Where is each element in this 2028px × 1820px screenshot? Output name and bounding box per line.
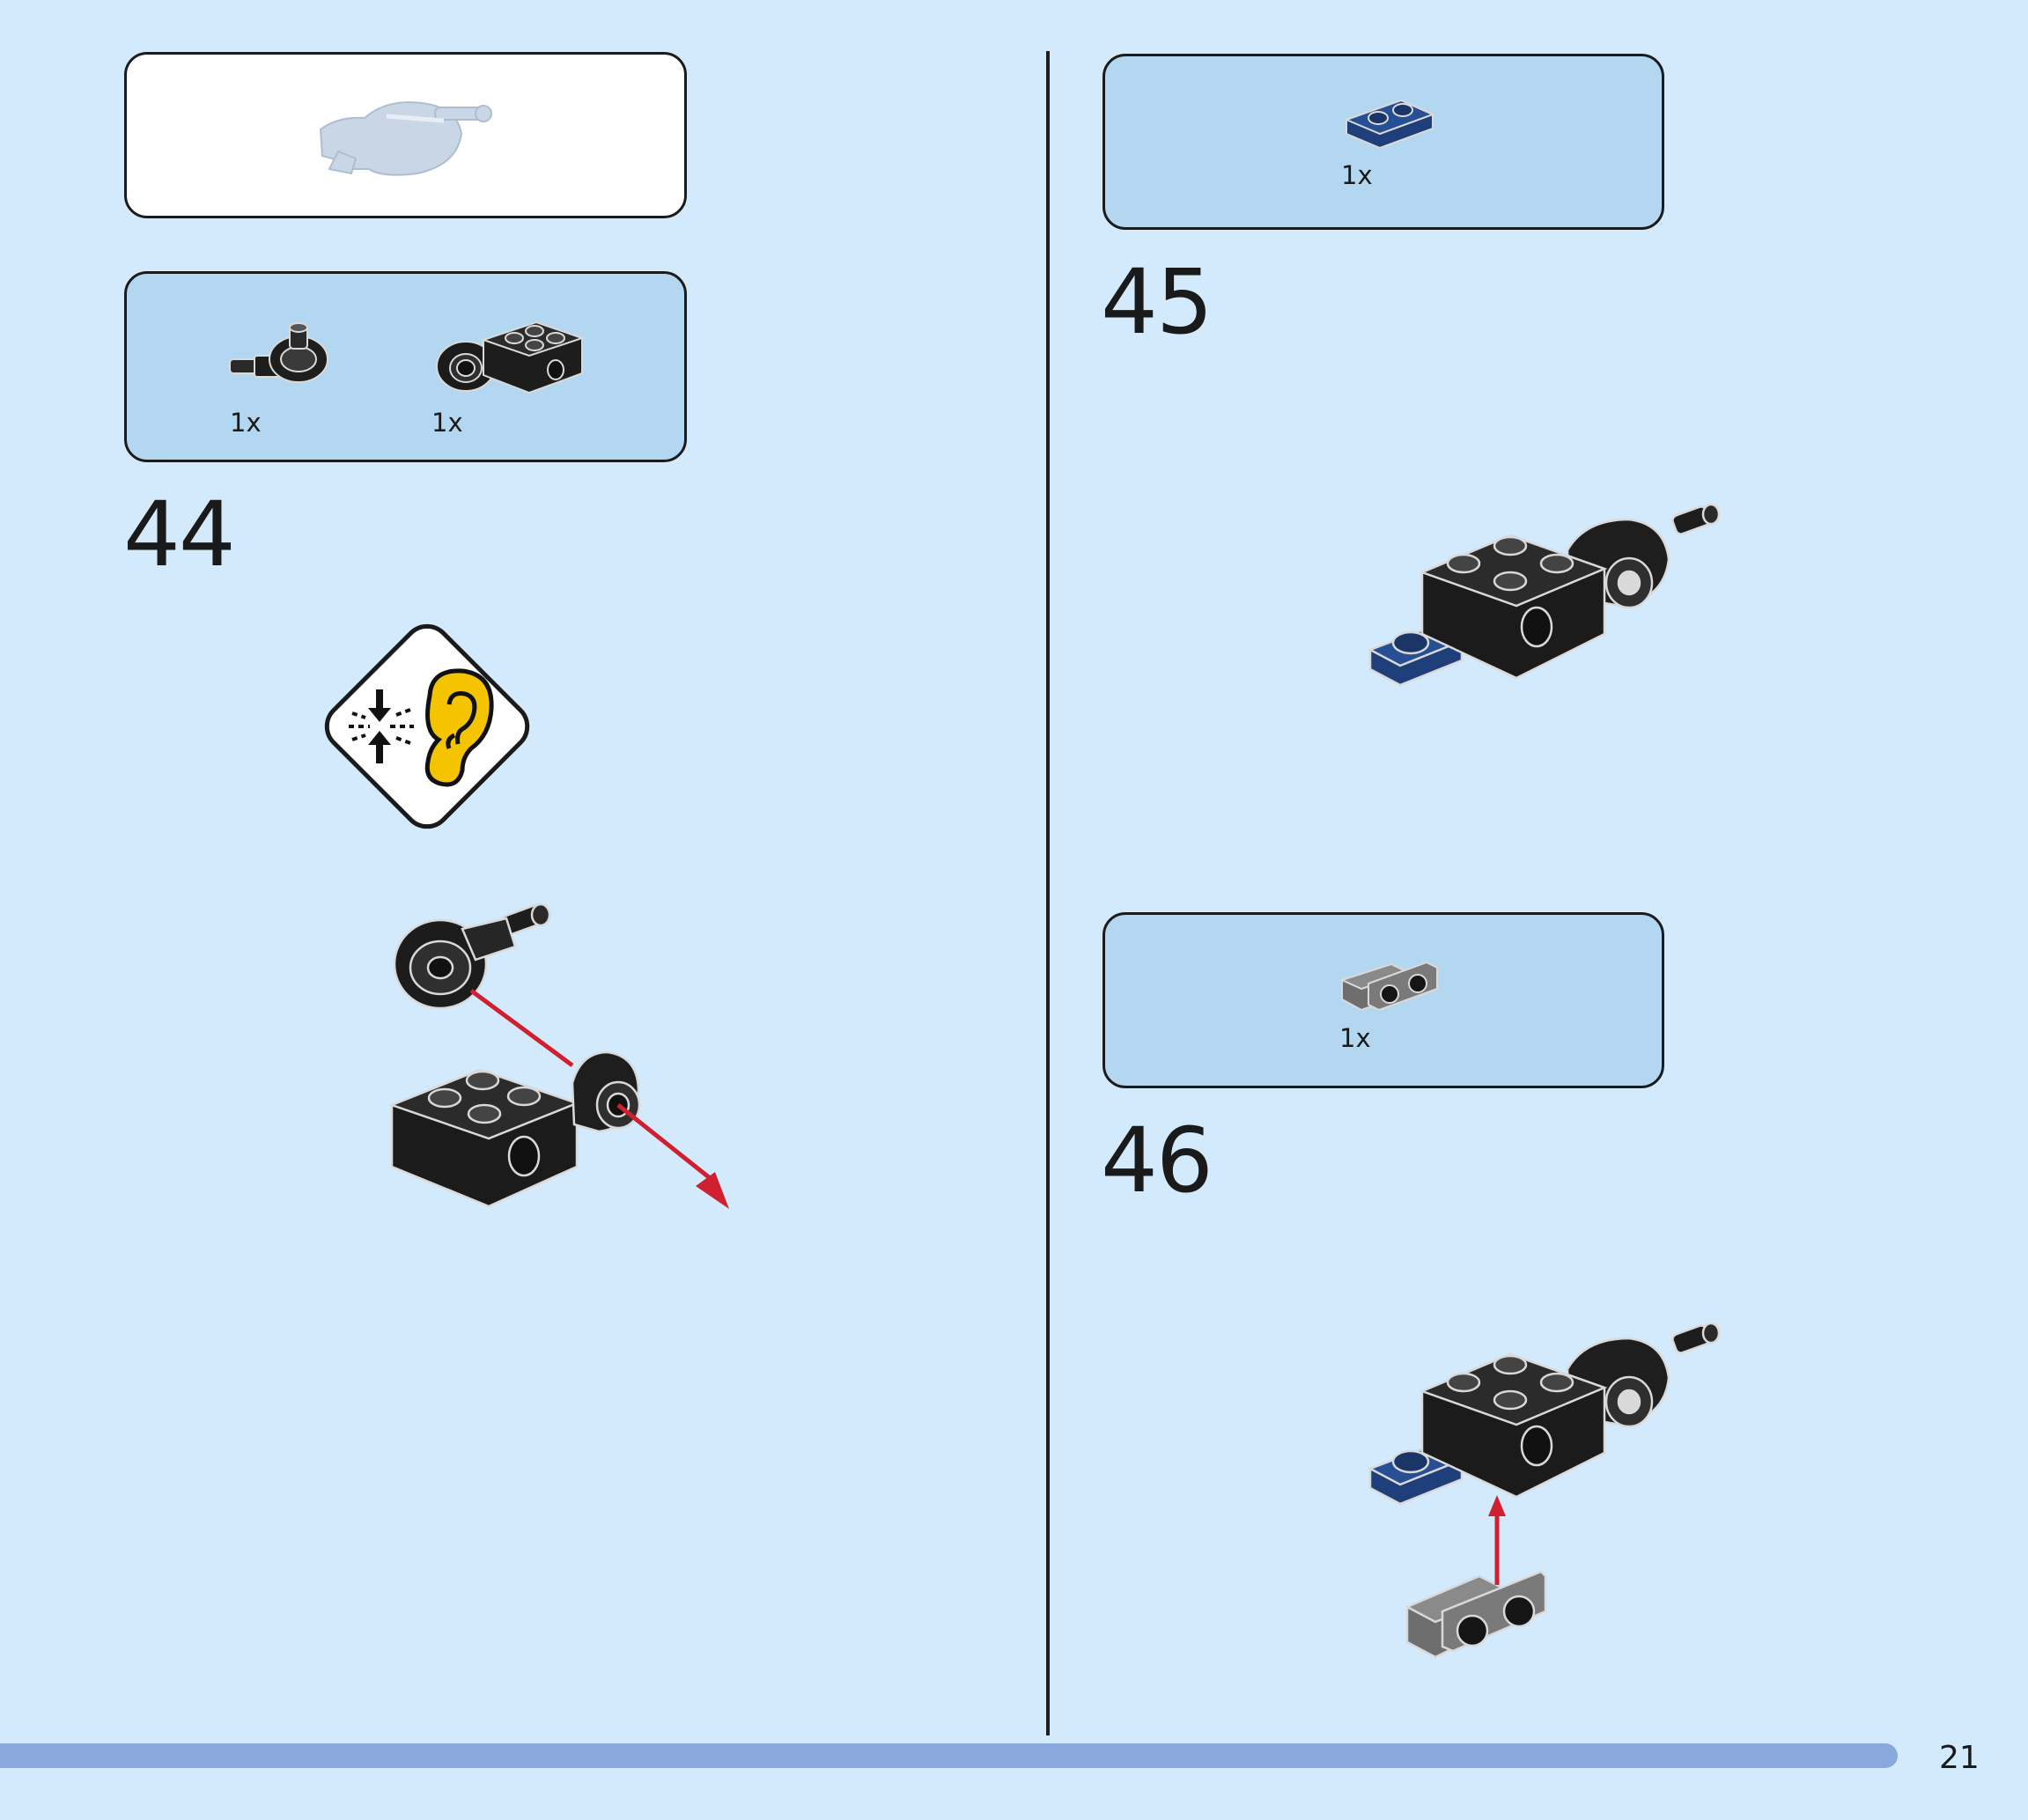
ball-joint-axle-part-icon: [229, 322, 328, 383]
step-number: 46: [1101, 1109, 1213, 1213]
page-number: 21: [1939, 1740, 1980, 1776]
parts-box-step-44: 1x 1x: [124, 271, 687, 462]
part-quantity: 1x: [431, 408, 463, 438]
submodel-preview-box: [124, 52, 687, 218]
part-quantity: 1x: [230, 408, 262, 438]
step-number: 45: [1101, 250, 1213, 355]
gray-bracket-plate-part-icon: [1339, 961, 1438, 1012]
part-quantity: 1x: [1339, 1023, 1371, 1053]
click-sound-warning-icon: [324, 623, 530, 829]
step-number: 44: [123, 483, 236, 587]
assembled-submodel-preview-icon: [319, 101, 492, 176]
footer-progress-bar: [0, 1743, 1898, 1768]
brick-with-socket-part-icon: [436, 321, 586, 394]
parts-box-step-46: 1x: [1102, 912, 1664, 1088]
step-44-assembly-illustration: [388, 903, 729, 1209]
column-divider: [1046, 51, 1050, 1735]
part-quantity: 1x: [1341, 160, 1373, 190]
step-45-assembly-illustration: [1367, 503, 1721, 687]
step-46-assembly-illustration: [1367, 1322, 1721, 1659]
dark-blue-plate-1x2-part-icon: [1344, 99, 1435, 150]
parts-box-step-45: 1x: [1102, 54, 1664, 230]
